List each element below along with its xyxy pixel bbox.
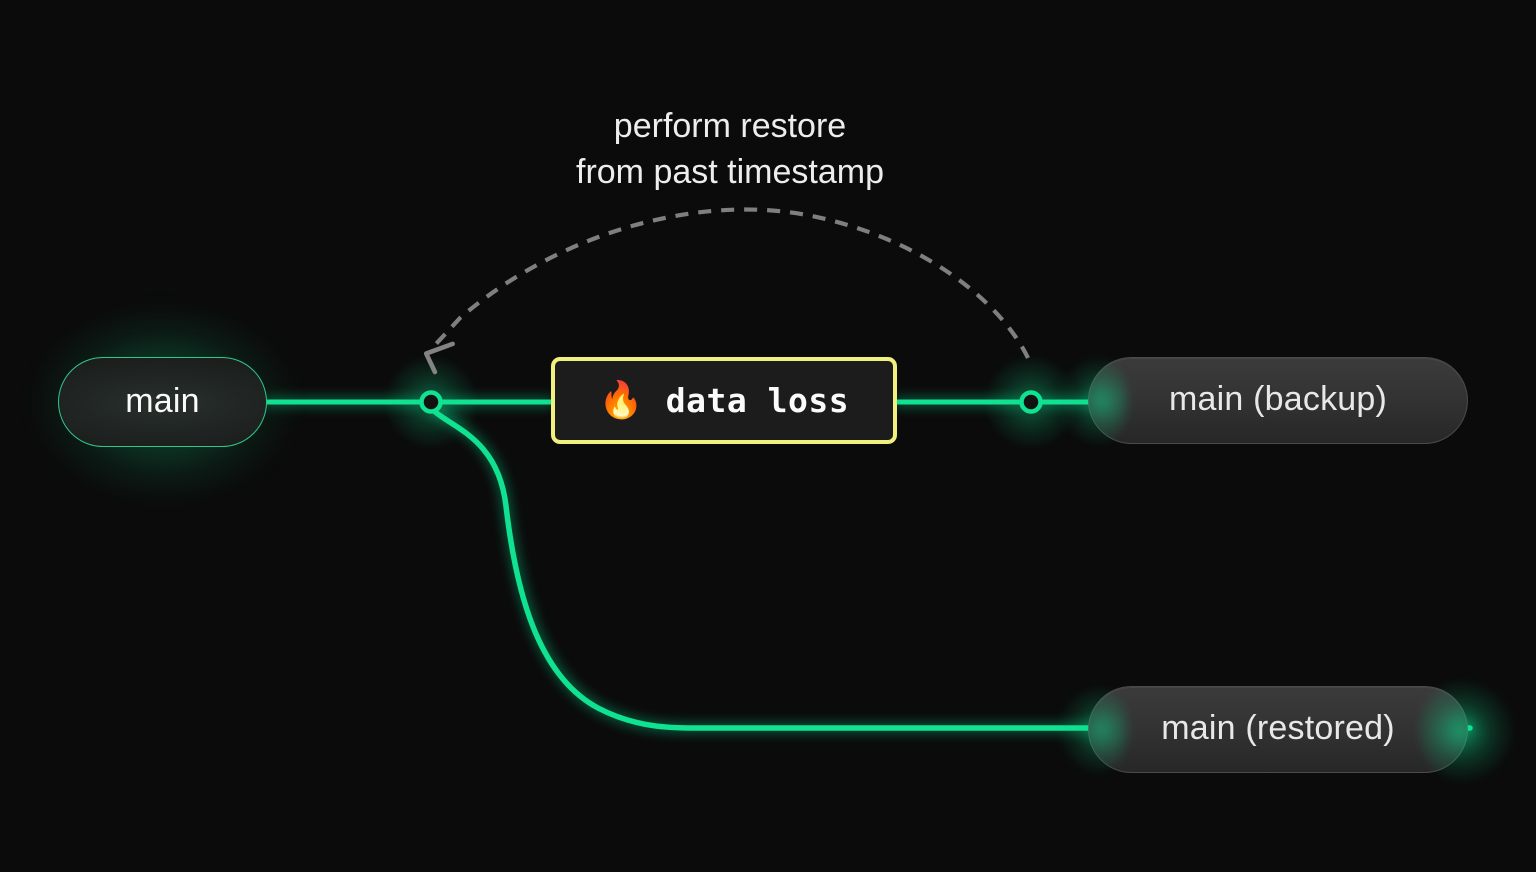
node-main-backup-label: main (backup) [1168, 380, 1388, 418]
fire-icon: 🔥 [598, 378, 644, 420]
restore-arrowhead-icon [423, 341, 455, 375]
data-loss-event[interactable]: 🔥 data loss [551, 357, 897, 444]
node-main-restored-label: main (restored) [1161, 709, 1395, 747]
node-main-backup[interactable]: main (backup) [1088, 357, 1468, 444]
branch-point-node[interactable] [419, 390, 443, 414]
node-main[interactable]: main [58, 357, 267, 447]
restore-arc [434, 207, 1030, 359]
edge-branch-to-restored [430, 407, 1473, 731]
node-main-label: main [125, 381, 200, 420]
backup-point-node[interactable] [1019, 390, 1043, 414]
data-loss-label: data loss [665, 381, 850, 420]
restore-annotation: perform restore from past timestamp [576, 107, 884, 191]
node-main-restored[interactable]: main (restored) [1088, 686, 1468, 773]
